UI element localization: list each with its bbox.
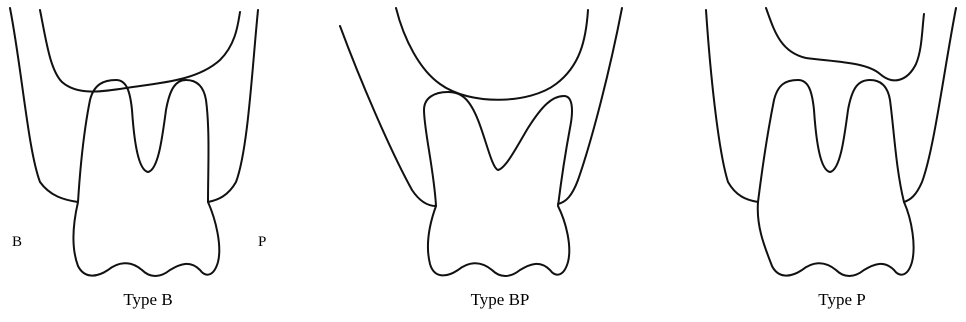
panel-type-p: Type P <box>666 0 966 322</box>
caption-type-b: Type B <box>123 290 172 310</box>
panel-type-b: B P Type B <box>0 0 300 322</box>
tooth-illustration-type-b <box>0 0 300 300</box>
caption-type-p: Type P <box>818 290 865 310</box>
caption-type-bp: Type BP <box>471 290 530 310</box>
tooth-illustration-type-p <box>666 0 966 300</box>
buccal-label: B <box>12 234 22 251</box>
tooth-illustration-type-bp <box>330 0 650 300</box>
panel-type-bp: Type BP <box>330 0 650 322</box>
palatal-label: P <box>258 234 266 251</box>
